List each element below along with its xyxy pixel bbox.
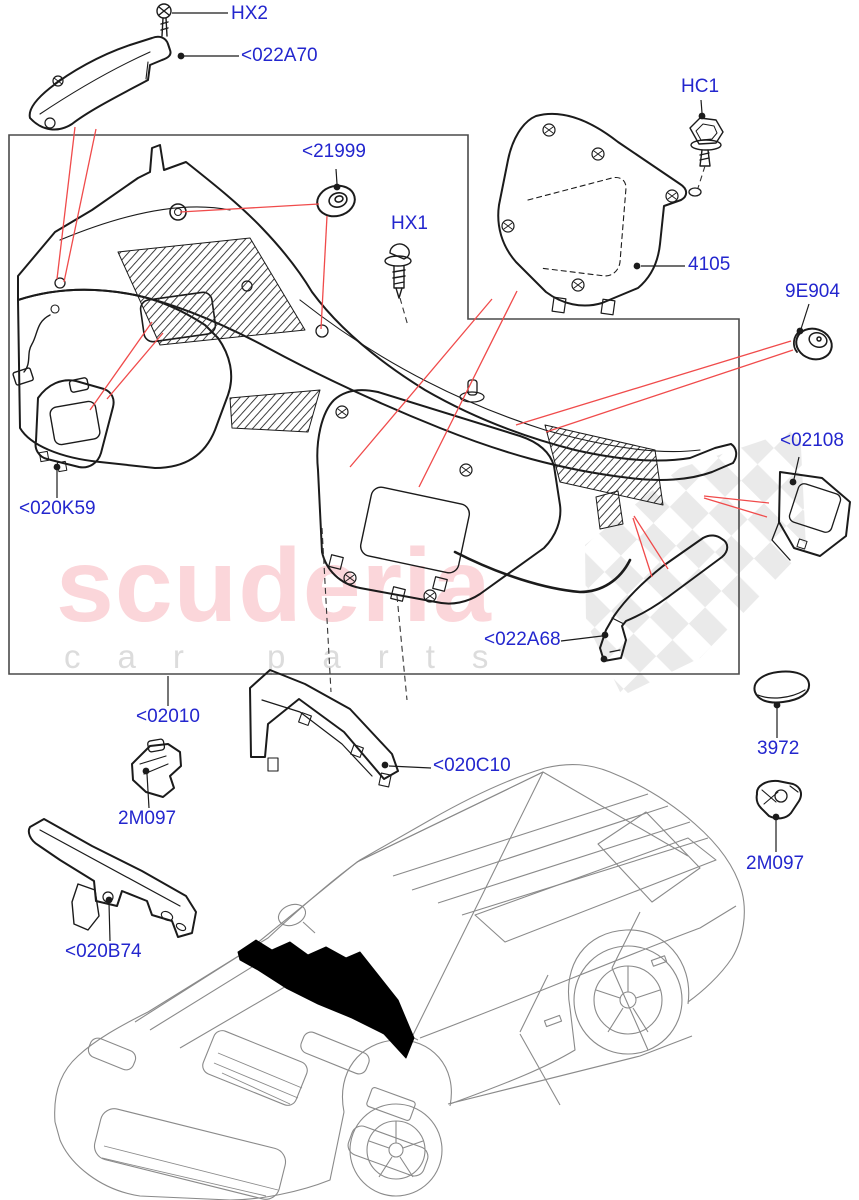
part-label-9e904[interactable]: 9E904	[785, 281, 840, 302]
bolt-icon	[689, 117, 724, 167]
part-bracket-020b74	[27, 818, 197, 938]
dashed-alignment-lines	[321, 165, 706, 701]
push-pin-icon	[384, 243, 412, 299]
part-label-022a68[interactable]: <022A68	[484, 629, 561, 650]
vehicle-illustration	[54, 764, 745, 1200]
part-access-cover-020k59	[34, 377, 115, 473]
part-cowl-side-trim-022a70	[28, 35, 172, 131]
watermark-tagline: car parts	[64, 638, 526, 675]
checkered-flag-watermark	[585, 428, 806, 696]
part-label-3972[interactable]: 3972	[757, 738, 800, 759]
part-bracket-2m097-right	[755, 779, 802, 820]
part-shield-panel-4105	[497, 112, 688, 316]
screw-icon	[156, 3, 172, 37]
front-wheel	[349, 1103, 443, 1197]
part-label-4105[interactable]: 4105	[688, 254, 731, 275]
cowl-highlight-area	[237, 939, 415, 1059]
part-label-020c10[interactable]: <020C10	[433, 755, 511, 776]
red-locator-lines	[56, 126, 794, 578]
leader-lines	[53, 12, 810, 942]
assembly-box	[8, 134, 740, 675]
rear-wheel	[573, 945, 683, 1055]
watermark-brand: scuderia	[56, 528, 492, 644]
part-bracket-2m097-left	[131, 738, 182, 798]
part-label-020b74[interactable]: <020B74	[65, 941, 142, 962]
part-label-2m097-left[interactable]: 2M097	[118, 808, 177, 829]
part-cover-3972	[753, 670, 811, 704]
part-cowl-panel-assembly	[12, 144, 738, 605]
part-label-02010[interactable]: <02010	[136, 706, 200, 727]
part-label-hx1[interactable]: HX1	[391, 213, 428, 234]
part-label-hx2[interactable]: HX2	[231, 3, 268, 24]
part-label-hc1[interactable]: HC1	[681, 76, 720, 97]
hc1-mount-hole	[688, 187, 702, 197]
part-label-02108[interactable]: <02108	[780, 430, 844, 451]
part-bracket-02108	[771, 471, 851, 561]
grommet-icon	[316, 184, 356, 218]
part-label-020k59[interactable]: <020K59	[19, 498, 96, 519]
part-label-022a70[interactable]: <022A70	[241, 45, 318, 66]
part-bracket-020c10	[249, 669, 399, 788]
part-label-21999[interactable]: <21999	[302, 141, 366, 162]
part-label-2m097-right[interactable]: 2M097	[746, 853, 805, 874]
